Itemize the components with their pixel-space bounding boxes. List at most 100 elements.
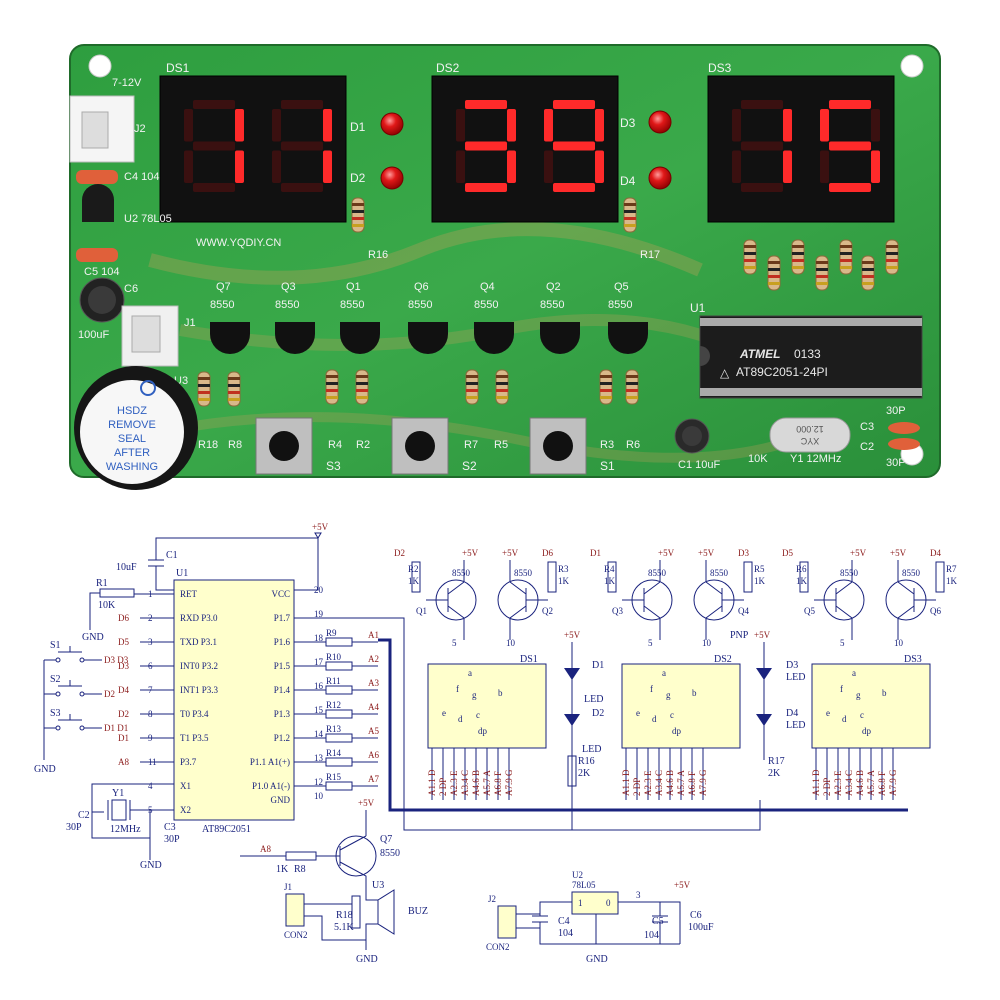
switch-ref: S3 [50,708,61,719]
c3-capacitor [888,422,920,434]
mcu-pin-name: INT1 P3.3 [180,685,218,695]
y1-value: 12MHz [110,824,141,835]
pushbutton-s2[interactable]: S2 [391,417,477,475]
display-ref: DS3 [904,654,922,665]
segment-d [553,183,595,192]
r1-ref: R1 [96,578,108,589]
mcu-pin-num: 18 [314,633,324,643]
driver-res: R7 [946,564,957,574]
c6-ref: C6 [690,910,702,921]
crystal-y1: 12.000 XYC [769,417,851,453]
transistor-part: 8550 [340,299,364,311]
segment-label: dp [862,726,872,736]
y1-label: Y1 12MHz [790,453,841,465]
segment-label: b [692,688,697,698]
display-pin: A3.4 C [460,770,470,796]
driver-rval: 1K [558,576,570,586]
segment-g [741,141,783,151]
mcu-net: A8 [118,757,129,767]
gnd-switches: GND [34,764,56,775]
pushbutton-s3[interactable]: S3 [255,417,341,475]
mcu-res: R13 [326,724,342,734]
pushbutton-s1[interactable]: S1 [529,417,615,475]
mcu-pin-name: X1 [180,781,191,791]
led-d2 [380,166,404,190]
driver-res: R6 [796,564,807,574]
display-pin: A2.3 E [643,770,653,796]
segment-e [732,150,741,183]
mcu-net: A5 [368,726,379,736]
j1-schematic [285,893,305,927]
driver-vcc: +5V [462,548,479,558]
driver-part: 8550 [710,568,729,578]
u2-pin3: 3 [636,890,641,900]
c4-label: C4 104 [124,171,159,183]
display-pin: A3.4 C [844,770,854,796]
mcu-net: A6 [368,750,379,760]
driver-rval: 1K [408,576,420,586]
resistor-label-r3: R3 [600,439,614,451]
display-ref: DS2 [714,654,732,665]
segment-label: dp [672,726,682,736]
website-label: WWW.YQDIY.CN [196,237,281,249]
transistor-ref: Q5 [614,281,629,293]
resistor-8 [625,369,639,405]
u1-label: U1 [690,301,706,315]
j1-ref: J1 [284,882,292,892]
buzzer-text-3: SEAL [118,433,146,445]
mcu-pin-num: 10 [314,791,324,801]
driver-pin: 5 [840,638,845,648]
segment-a [829,100,871,109]
segment-c [595,150,604,183]
driver-rval: 1K [946,576,958,586]
transistor-part: 8550 [608,299,632,311]
driver-res: R4 [604,564,615,574]
u1-chip [699,315,923,399]
mcu-res: R15 [326,772,342,782]
chip-name: AT89C2051-24PI [736,365,828,379]
mcu-pin-name: X2 [180,805,191,815]
segment-d [193,183,235,192]
mcu-box [173,579,295,821]
display-pin: A1.1 D [621,769,631,796]
mcu-pin-name: GND [271,795,291,805]
display-pin: A4.6 B [855,770,865,796]
driver-part: 8550 [902,568,921,578]
switch-ref: S1 [50,640,61,651]
mcu-name: AT89C2051 [202,824,251,835]
led-d1-label: LED [584,694,603,705]
c5-value: 104 [644,930,659,941]
c1-value: 10uF [116,562,137,573]
button-label: S2 [462,459,477,473]
driver-res: R5 [754,564,765,574]
y1-ref: Y1 [112,788,124,799]
segment-f [184,109,193,142]
mcu-pin-name: VCC [271,589,290,599]
j2-ref: J2 [488,894,496,904]
c3-value: 30P [164,834,180,845]
r18-value: 5.1K [334,922,355,933]
segment-label: d [458,714,463,724]
resistor-1 [197,371,211,407]
mcu-pin-name: P3.7 [180,757,197,767]
ds1-label: DS1 [166,61,190,75]
segment-f [544,109,553,142]
driver-res: R3 [558,564,569,574]
j2-type: CON2 [486,942,510,952]
j1-label: J1 [184,317,196,329]
c4-value: 104 [558,928,573,939]
q7-ref: Q7 [380,834,392,845]
led-label-d2: D2 [350,171,366,185]
u2-regulator [82,184,114,222]
segment-label: c [670,710,674,720]
u2-label: U2 78L05 [124,213,172,225]
segment-label: g [666,690,671,700]
led-d4-label: LED [786,720,805,731]
seven-seg-display-3 [707,75,895,223]
display-pin: 2 DP [822,778,832,796]
resistor-label-r5: R5 [494,439,508,451]
transistor-ref: Q7 [216,281,231,293]
mcu-pin-num: 19 [314,609,324,619]
